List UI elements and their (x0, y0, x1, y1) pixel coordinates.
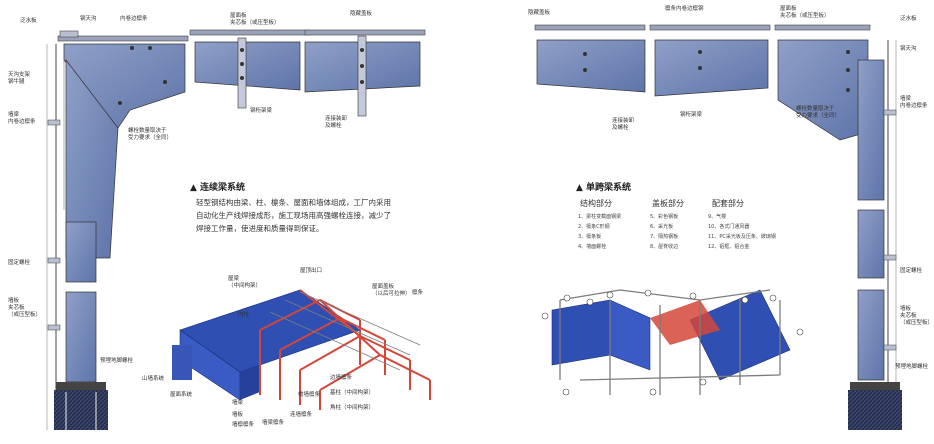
legend-col-structure: 1、梁柱变截面钢梁 2、檩条C形钢 3、檩条板 4、墙面螺栓 (578, 212, 621, 252)
legend-item: 3、檩条板 (578, 234, 602, 240)
legend-item: 8、屋脊收边 (650, 244, 679, 250)
legend-col-cover: 5、彩色钢板 6、采光板 7、隔热钢板 8、屋脊收边 (650, 212, 678, 252)
iso-label-roof-beam: 屋梁 （中间构架） (228, 276, 262, 289)
iso-label-wall-girt: 墙檩檩条 (232, 422, 255, 428)
legend-item: 2、檩条C形钢 (578, 224, 610, 230)
legend-item: 11、PC采光板及压条、玻璃钢 (708, 234, 776, 240)
legend-head-structure: 结构部分 (580, 199, 612, 208)
legend-item: 12、铝框、铝合金 (708, 244, 750, 250)
label-steel-truss: 钢桁架梁 (250, 108, 273, 114)
left-eave-detail (46, 30, 189, 430)
iso-label-side-purlin: 边墙檩条 (330, 375, 353, 381)
iso-label-connector-purlin: 连墙檩条 (290, 412, 313, 418)
iso-label-eave-purlin: 檐墙檩条 (298, 392, 321, 398)
label-steel-gutter: 钢天沟 (80, 16, 97, 22)
right-simple-span-panels (534, 24, 902, 430)
label-anchor-bolt: 预埋地脚螺栓 (100, 358, 134, 364)
r-label-steel-truss: 钢桁架梁 (680, 112, 703, 118)
legend-item: 6、采光板 (650, 224, 674, 230)
legend-item: 5、彩色钢板 (650, 214, 679, 220)
r-label-connection: 连接装卸 及螺栓 (612, 118, 635, 131)
r-label-wall-panel: 墙板 夹芯板 （或压型板） (900, 306, 934, 326)
legend-item: 10、各式门通风器 (708, 224, 750, 230)
section-title-continuous: ▲ 连续梁系统 (190, 183, 246, 193)
legend-head-accessory: 配套部分 (712, 199, 744, 208)
iso-label-base-column: 基柱（中间构架） (330, 390, 375, 396)
r-label-girt: 墙梁 内卷边檩条 (900, 96, 928, 109)
iso-label-inner-column: 内柱 (238, 312, 250, 318)
label-roof-panel: 屋面板 夹芯板（或压型板） (230, 13, 280, 26)
label-fixing-bolt: 固定螺栓 (8, 260, 31, 266)
legend-head-cover: 盖板部分 (652, 199, 684, 208)
legend-item: 9、气楼 (708, 214, 727, 220)
legend-item: 7、隔热钢板 (650, 234, 679, 240)
iso-label-roof-exit: 屋顶出口 (300, 268, 323, 274)
iso-label-roof-cover: 屋面盖板 （以后可拉伸） (372, 284, 411, 297)
iso-label-wall-panel: 墙板 (232, 412, 244, 418)
label-gutter-bracket: 天沟支架 钢牛腿 (8, 72, 31, 85)
iso-label-purlin: 檩条 (412, 290, 424, 296)
iso-label-gable-system: 山墙系统 (142, 376, 165, 382)
label-bolt-count: 螺栓数量取决于 受力要求（全同） (128, 128, 173, 141)
section-paragraph: 轻型钢结构由梁、柱、檩条、屋面和墙体组成，工厂内采用自动化生产线焊接成形，施工现… (196, 198, 391, 233)
iso-label-girt-purlin: 墙梁檩条 (262, 420, 285, 426)
iso-label-girt: 墙梁 (232, 400, 244, 406)
iso-label-corner-column: 角柱（中间构架） (330, 405, 375, 411)
r-label-purlin-bolt: 檩条内卷边檩钢 (665, 6, 704, 12)
r-label-flashing: 泛水板 (900, 16, 917, 22)
r-label-anchor-bolt: 预埋地脚螺栓 (895, 364, 929, 370)
label-connection: 连接装卸 及螺栓 (325, 116, 348, 129)
iso-label-roof-system: 屋面系统 (170, 392, 193, 398)
label-flashing: 泛水板 (20, 18, 37, 24)
right-isometric-building (541, 289, 804, 396)
label-hidden-cover: 隐藏盖板 (350, 11, 373, 17)
left-continuous-beam-panels (189, 29, 426, 117)
label-girt: 墙梁 内卷边檩条 (8, 112, 36, 125)
r-label-steel-gutter: 钢天沟 (900, 46, 917, 52)
legend-col-accessory: 9、气楼 10、各式门通风器 11、PC采光板及压条、玻璃钢 12、铝框、铝合金 (708, 212, 776, 252)
r-label-hidden-cover: 隐藏盖板 (528, 10, 551, 16)
legend-item: 4、墙面螺栓 (578, 244, 607, 250)
section-title-simple-span: ▲ 单跨梁系统 (576, 183, 632, 193)
left-isometric-building (172, 289, 431, 410)
r-label-roof-panel: 屋面板 夹芯板（或压型板） (780, 6, 830, 19)
r-label-fixing-bolt: 固定螺栓 (900, 268, 923, 274)
label-purlin: 内卷边檩条 (120, 16, 148, 22)
r-label-bolt-count: 螺栓数量取决于 受力要求（全同） (796, 106, 841, 119)
legend-item: 1、梁柱变截面钢梁 (578, 214, 622, 220)
label-wall-panel: 墙板 夹芯板 （或压型板） (8, 298, 42, 318)
